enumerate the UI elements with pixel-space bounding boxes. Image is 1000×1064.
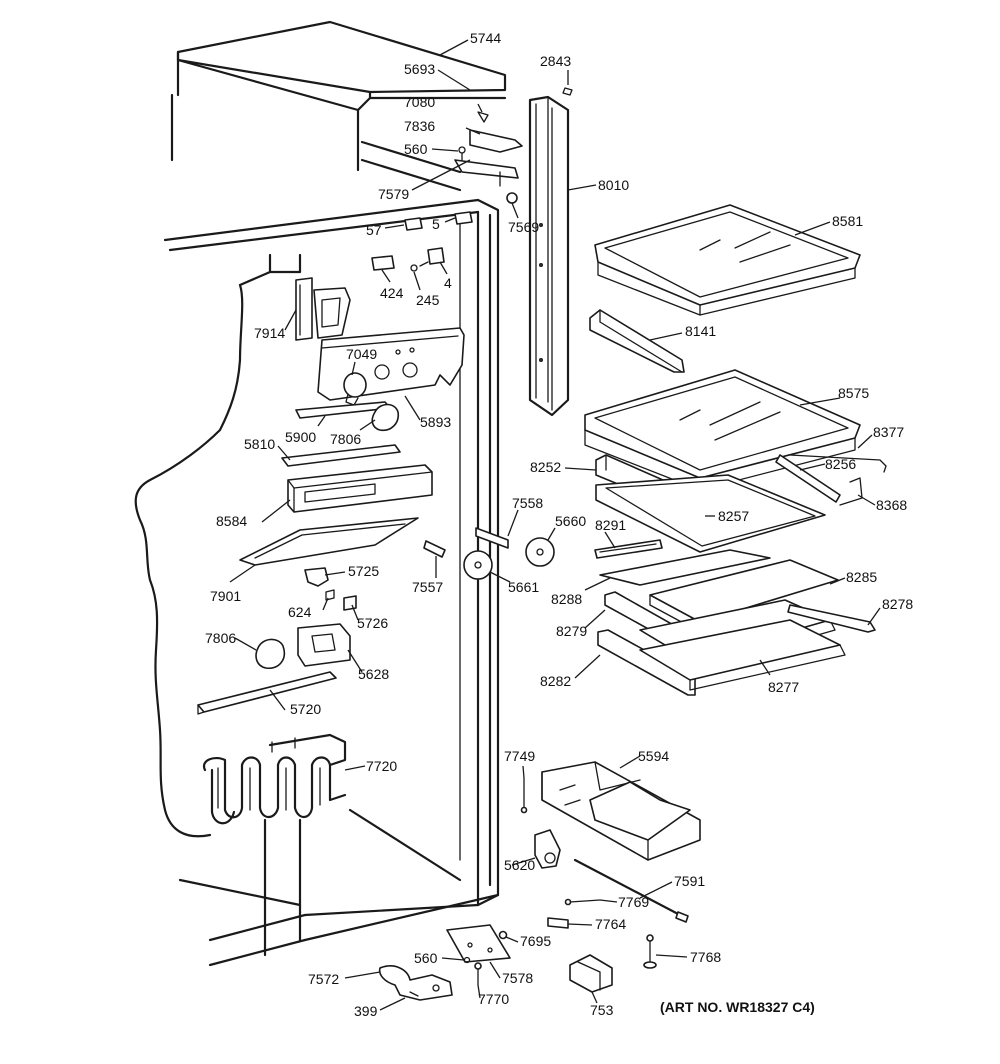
label-8257: 8257 xyxy=(718,508,749,524)
label-5893: 5893 xyxy=(420,414,451,430)
label-2843: 2843 xyxy=(540,53,571,69)
label-7557: 7557 xyxy=(412,579,443,595)
label-7591: 7591 xyxy=(674,873,705,889)
label-5744: 5744 xyxy=(470,30,501,46)
control-box-5594 xyxy=(541,761,701,861)
label-7806: 7806 xyxy=(205,630,236,646)
label-7578: 7578 xyxy=(502,970,533,986)
label-7770: 7770 xyxy=(478,991,509,1007)
switches xyxy=(371,211,473,272)
label-5661: 5661 xyxy=(508,579,539,595)
label-7764: 7764 xyxy=(595,916,626,932)
label-5628: 5628 xyxy=(358,666,389,682)
lower-components xyxy=(197,567,357,715)
label-7914: 7914 xyxy=(254,325,285,341)
bottom-hinge-parts xyxy=(378,898,657,1001)
label-7049: 7049 xyxy=(346,346,377,362)
label-399: 399 xyxy=(354,1003,378,1019)
label-7569: 7569 xyxy=(508,219,539,235)
art-number: (ART NO. WR18327 C4) xyxy=(660,999,815,1015)
label-8141: 8141 xyxy=(685,323,716,339)
label-5900: 5900 xyxy=(285,429,316,445)
label-8285: 8285 xyxy=(846,569,877,585)
label-7749: 7749 xyxy=(504,748,535,764)
leader-lines xyxy=(229,39,881,1011)
label-57: 57 xyxy=(366,222,382,238)
label-5810: 5810 xyxy=(244,436,275,452)
label-8279: 8279 xyxy=(556,623,587,639)
label-560: 560 xyxy=(414,950,438,966)
label-7579: 7579 xyxy=(378,186,409,202)
label-5620: 5620 xyxy=(504,857,535,873)
cabinet-outline xyxy=(134,20,507,967)
label-5660: 5660 xyxy=(555,513,586,529)
crisper-cover-8291-8288-8285 xyxy=(594,539,839,633)
label-8282: 8282 xyxy=(540,673,571,689)
label-7836: 7836 xyxy=(404,118,435,134)
label-8010: 8010 xyxy=(598,177,629,193)
label-624: 624 xyxy=(288,604,312,620)
mullion-8010 xyxy=(528,95,570,417)
shelf-8141 xyxy=(589,309,685,373)
shelf-8575 xyxy=(584,369,861,491)
label-8252: 8252 xyxy=(530,459,561,475)
label-8291: 8291 xyxy=(595,517,626,533)
crisper-frame-8279-8278-8282-8277 xyxy=(597,591,876,696)
label-8584: 8584 xyxy=(216,513,247,529)
label-5: 5 xyxy=(432,216,440,232)
label-7901: 7901 xyxy=(210,588,241,604)
label-5720: 5720 xyxy=(290,701,321,717)
label-8256: 8256 xyxy=(825,456,856,472)
label-7806: 7806 xyxy=(330,431,361,447)
top-hinge-parts xyxy=(454,87,573,204)
label-8377: 8377 xyxy=(873,424,904,440)
label-8277: 8277 xyxy=(768,679,799,695)
label-7720: 7720 xyxy=(366,758,397,774)
label-5726: 5726 xyxy=(357,615,388,631)
label-7695: 7695 xyxy=(520,933,551,949)
light-shield-parts xyxy=(239,444,433,566)
label-7572: 7572 xyxy=(308,971,339,987)
drain-and-damper-parts xyxy=(520,777,689,923)
knobs-and-rollers xyxy=(423,527,555,580)
label-424: 424 xyxy=(380,285,404,301)
label-8575: 8575 xyxy=(838,385,869,401)
shelf-8252-8257 xyxy=(595,454,826,553)
label-7768: 7768 xyxy=(690,949,721,965)
label-5594: 5594 xyxy=(638,748,669,764)
label-245: 245 xyxy=(416,292,440,308)
label-8278: 8278 xyxy=(882,596,913,612)
label-7080: 7080 xyxy=(404,94,435,110)
label-8288: 8288 xyxy=(551,591,582,607)
heater-7720 xyxy=(202,733,347,825)
label-753: 753 xyxy=(590,1002,614,1018)
label-560: 560 xyxy=(404,141,428,157)
light-housing xyxy=(295,277,465,432)
label-7558: 7558 xyxy=(512,495,543,511)
label-7769: 7769 xyxy=(618,894,649,910)
shelf-rails-8256-8377-8368 xyxy=(775,454,887,506)
label-4: 4 xyxy=(444,275,452,291)
shelf-8581 xyxy=(594,204,861,316)
label-8368: 8368 xyxy=(876,497,907,513)
label-8581: 8581 xyxy=(832,213,863,229)
label-5693: 5693 xyxy=(404,61,435,77)
part-labels: 5744 5693 2843 7080 7836 560 7579 8010 7… xyxy=(205,30,913,1019)
label-5725: 5725 xyxy=(348,563,379,579)
